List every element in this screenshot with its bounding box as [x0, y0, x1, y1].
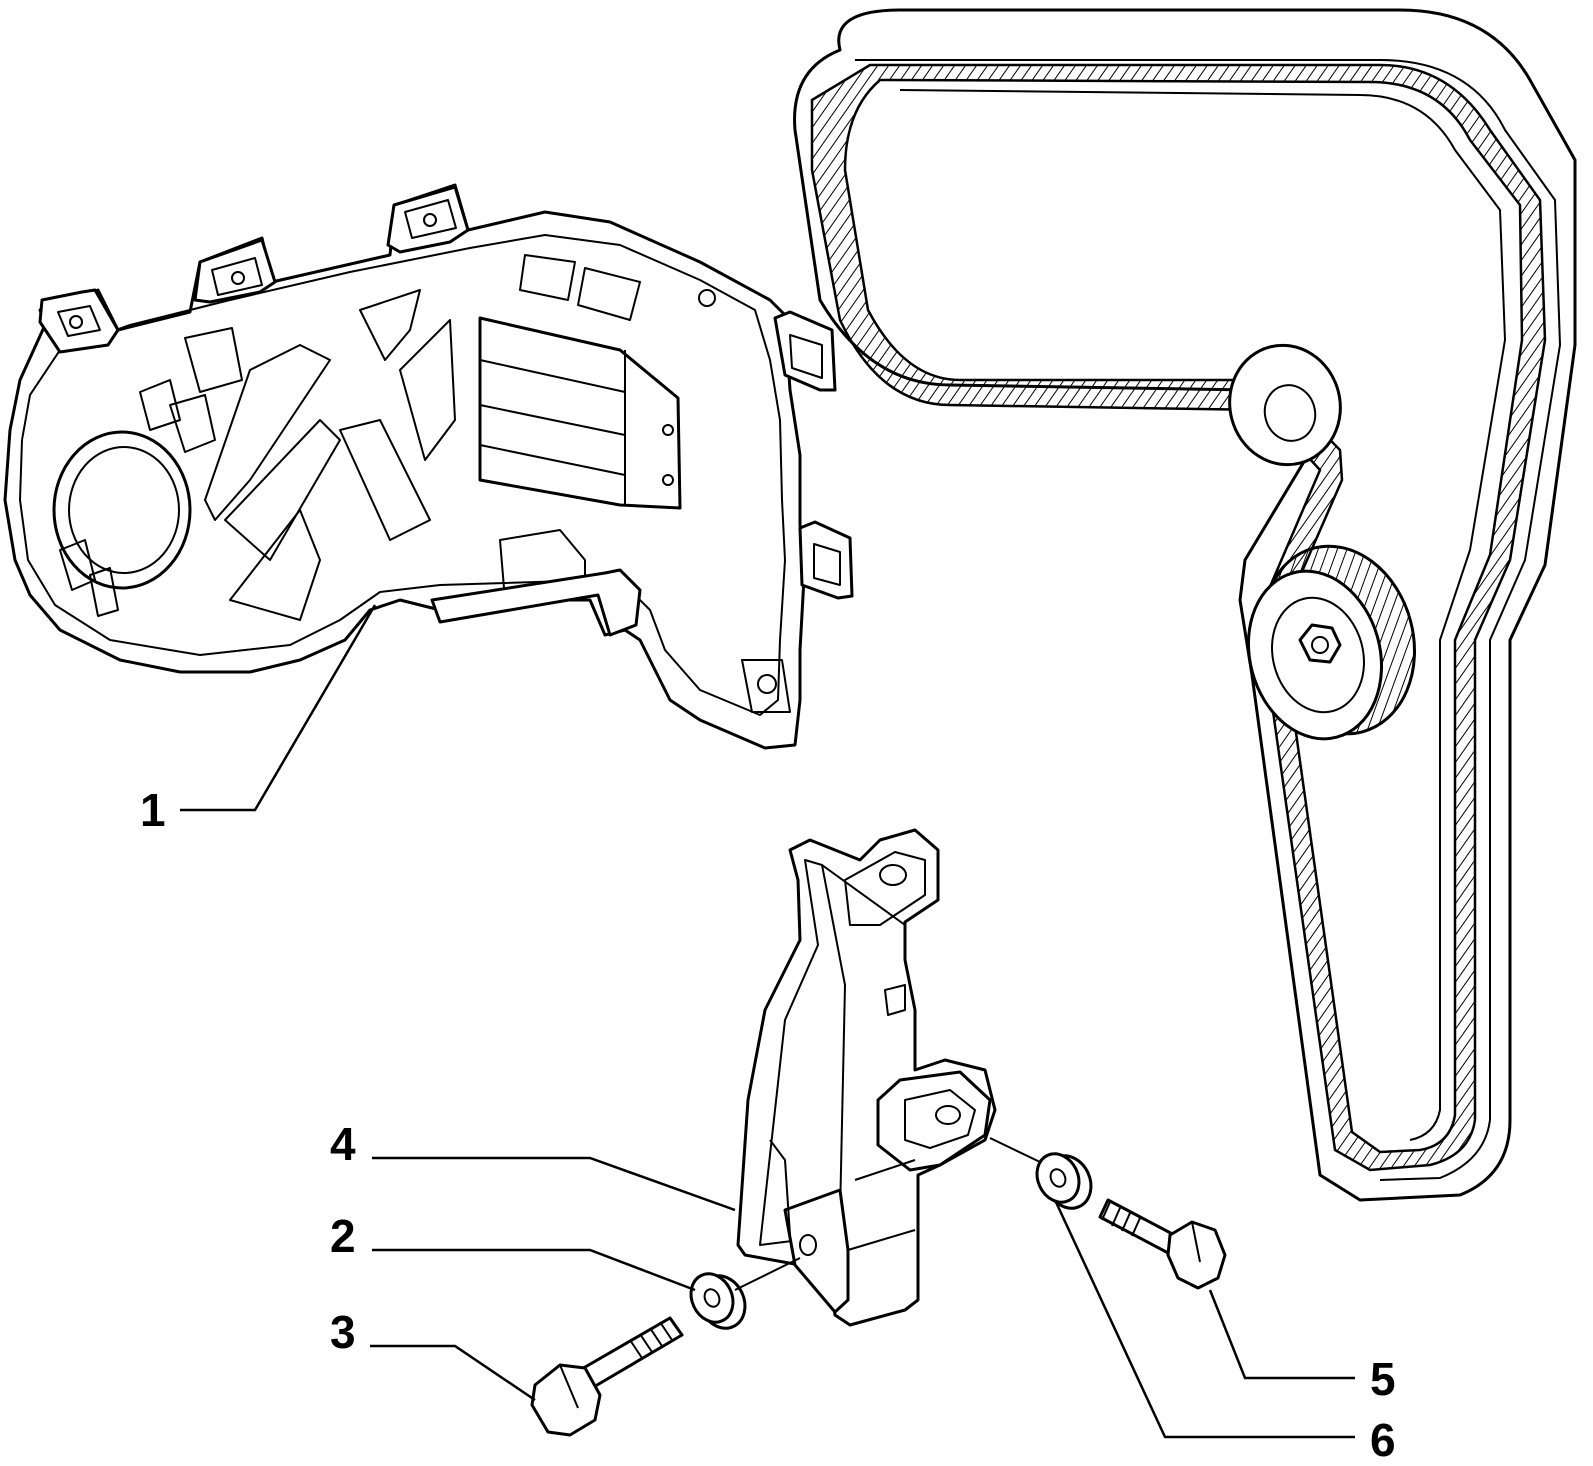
bolt-3: [530, 1316, 684, 1437]
leader-2: [372, 1248, 696, 1292]
leader-lines: [180, 604, 1355, 1439]
tensioner-roller: [1246, 544, 1417, 741]
callout-4: 4: [330, 1118, 356, 1170]
leader-4: [372, 1156, 736, 1212]
leader-3: [370, 1344, 536, 1402]
leader-1: [180, 604, 377, 812]
timing-belt: [793, 8, 1577, 1202]
callout-3: 3: [330, 1306, 356, 1358]
callout-6: 6: [1370, 1414, 1396, 1466]
washer-6: [1035, 1152, 1093, 1210]
leader-6: [1053, 1199, 1355, 1439]
callout-1: 1: [140, 784, 166, 836]
callout-5: 5: [1370, 1353, 1396, 1405]
bracket: [736, 828, 997, 1327]
idler-pulley: [1228, 343, 1342, 467]
bolt-5: [1098, 1198, 1227, 1290]
timing-cover: [3, 183, 854, 750]
callout-2: 2: [330, 1210, 356, 1262]
leader-5: [1208, 1289, 1355, 1380]
washer-2: [689, 1272, 747, 1330]
